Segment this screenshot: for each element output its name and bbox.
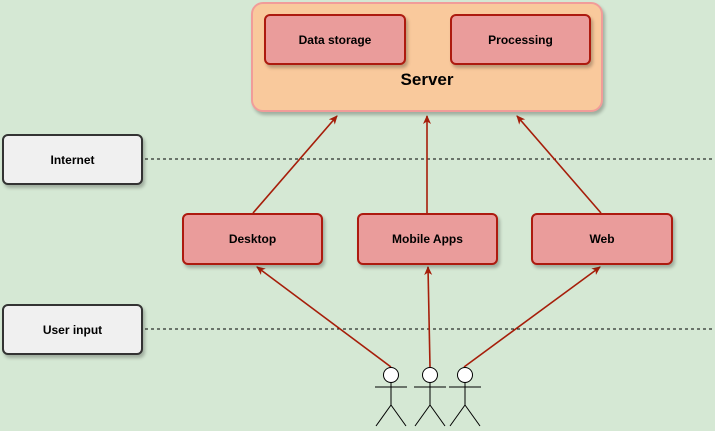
- desktop-label: Desktop: [228, 232, 277, 246]
- mobile-apps-node[interactable]: Mobile Apps: [357, 213, 498, 265]
- web-node[interactable]: Web: [531, 213, 673, 265]
- user-input-label: User input: [42, 322, 103, 337]
- arrow-web-to-server: [516, 115, 602, 214]
- stick-figure-icon: [375, 367, 407, 427]
- internet-layer-label[interactable]: Internet: [2, 134, 143, 185]
- arrow-user-to-web: [463, 266, 601, 368]
- stick-figure-icon: [414, 367, 446, 427]
- server-title: Server: [400, 70, 454, 89]
- arrow-user-to-desktop: [256, 266, 392, 368]
- processing-node[interactable]: Processing: [450, 14, 591, 65]
- internet-label: Internet: [50, 152, 95, 167]
- arrow-desktop-to-server: [252, 115, 338, 214]
- processing-label: Processing: [488, 32, 553, 47]
- data-storage-node[interactable]: Data storage: [264, 14, 406, 65]
- arrow-user-to-mobile: [424, 266, 433, 368]
- web-label: Web: [589, 232, 615, 246]
- stick-figure-icon: [449, 367, 481, 427]
- mobile-apps-label: Mobile Apps: [392, 232, 463, 246]
- desktop-node[interactable]: Desktop: [182, 213, 323, 265]
- user-input-layer-label[interactable]: User input: [2, 304, 143, 355]
- data-storage-label: Data storage: [298, 32, 372, 47]
